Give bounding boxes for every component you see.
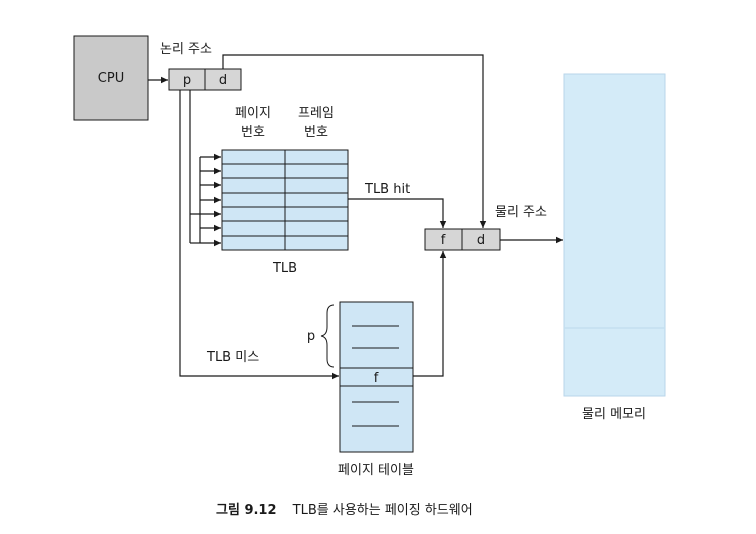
tlb-miss-arrow — [179, 90, 339, 380]
physical-memory — [563, 73, 666, 397]
page-table-frame-label: f — [374, 371, 379, 386]
tlb-hit-label: TLB hit — [364, 182, 410, 197]
offset-route-line — [222, 54, 487, 228]
tlb-page-number-header-2: 번호 — [241, 125, 265, 140]
page-index-label: p — [307, 329, 315, 344]
figure-title: TLB를 사용하는 페이징 하드웨어 — [292, 503, 473, 518]
figure-number: 그림 9.12 — [216, 503, 277, 518]
page-field-label: p — [183, 73, 191, 88]
physical-memory-label: 물리 메모리 — [582, 407, 646, 422]
tlb-hit-arrow — [348, 198, 447, 228]
tlb-frame-number-header-2: 번호 — [304, 125, 328, 140]
page-table-to-frame-arrow — [413, 251, 447, 377]
page-table — [339, 301, 414, 453]
tlb-frame-number-header-1: 프레임 — [298, 106, 334, 121]
frame-field-label: f — [441, 233, 446, 248]
cpu-box — [73, 35, 149, 121]
phys-offset-field-label: d — [477, 233, 485, 248]
tlb-miss-label: TLB 미스 — [206, 350, 259, 365]
page-table-label: 페이지 테이블 — [338, 463, 414, 478]
page-table-entry-lines — [352, 325, 399, 427]
tlb-label: TLB — [272, 261, 297, 276]
offset-field-label: d — [219, 73, 227, 88]
physical-address-label: 물리 주소 — [495, 205, 547, 220]
logical-address-label: 논리 주소 — [160, 42, 212, 57]
tlb-page-number-header-1: 페이지 — [235, 106, 271, 121]
figure-caption: 그림 9.12 TLB를 사용하는 페이징 하드웨어 — [216, 503, 473, 518]
tlb-search-arrows — [190, 153, 221, 247]
tlb-row-lines — [222, 163, 348, 237]
page-index-brace — [320, 304, 335, 368]
cpu-label: CPU — [98, 71, 124, 86]
